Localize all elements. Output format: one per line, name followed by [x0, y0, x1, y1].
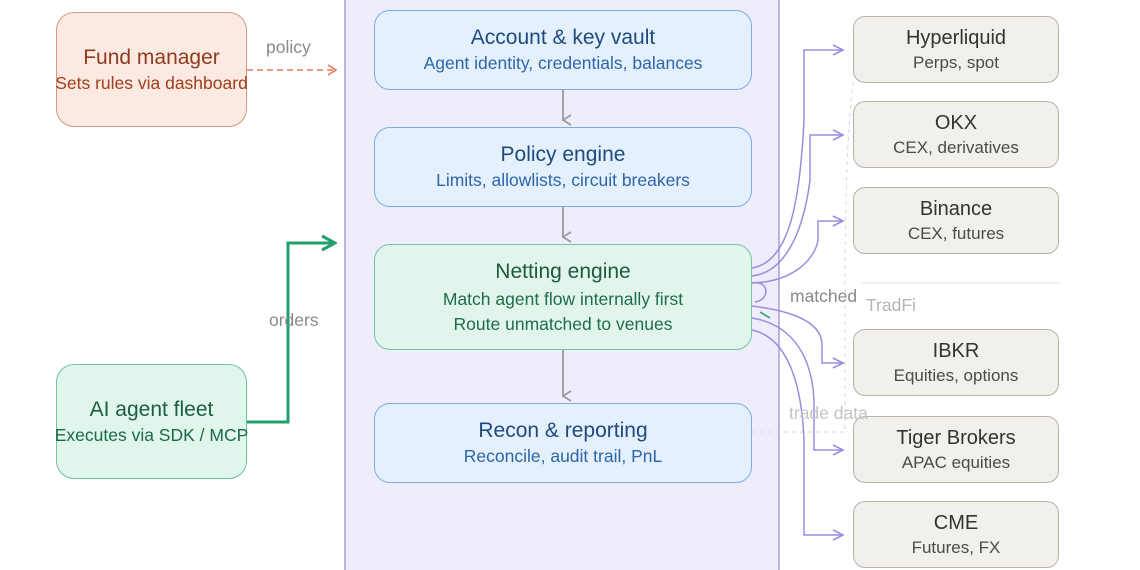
route-okx [751, 129, 845, 277]
matched-label: matched [790, 286, 858, 306]
agent-fleet-box: AI agent fleet Executes via SDK / MCP [54, 364, 249, 479]
venue-subtitle: APAC equities [901, 452, 1011, 472]
fund-manager-subtitle: Sets rules via dashboard [55, 72, 248, 93]
account-vault-subtitle: Agent identity, credentials, balances [423, 53, 703, 73]
venue-subtitle: Futures, FX [911, 537, 1001, 557]
venue-tiger-brokers: Tiger Brokers APAC equities [853, 416, 1059, 483]
netting-engine-box: Netting engine Match agent flow internal… [374, 244, 752, 350]
recon-reporting-title: Recon & reporting [478, 419, 648, 442]
route-ibkr [751, 305, 845, 369]
trade-data-label: trade data [789, 403, 868, 423]
venue-title: OKX [934, 111, 978, 134]
route-hyperliquid [751, 44, 845, 269]
venue-title: IBKR [932, 339, 980, 362]
venue-okx: OKX CEX, derivatives [853, 101, 1059, 168]
venue-subtitle: CEX, futures [907, 223, 1005, 243]
fund-manager-box: Fund manager Sets rules via dashboard [55, 12, 248, 127]
agent-fleet-subtitle: Executes via SDK / MCP [54, 424, 249, 445]
orders-arrow [247, 243, 335, 424]
venue-ibkr: IBKR Equities, options [853, 329, 1059, 396]
policy-engine-box: Policy engine Limits, allowlists, circui… [374, 127, 752, 207]
agent-fleet-title: AI agent fleet [89, 397, 214, 421]
venue-title: Hyperliquid [905, 26, 1007, 49]
venue-title: Tiger Brokers [896, 426, 1016, 449]
fund-manager-title: Fund manager [83, 45, 220, 69]
venue-hyperliquid: Hyperliquid Perps, spot [853, 16, 1059, 83]
route-binance [751, 215, 845, 284]
venue-subtitle: CEX, derivatives [893, 137, 1019, 157]
venue-title: Binance [919, 197, 993, 220]
matched-loop-arrow [759, 311, 771, 319]
venue-binance: Binance CEX, futures [853, 187, 1059, 254]
account-vault-box: Account & key vault Agent identity, cred… [374, 10, 752, 90]
orders-label: orders [269, 310, 319, 330]
policy-engine-title: Policy engine [500, 143, 626, 166]
policy-label: policy [266, 37, 311, 57]
route-cme [751, 329, 845, 541]
policy-engine-subtitle: Limits, allowlists, circuit breakers [436, 170, 690, 190]
venue-routes [751, 44, 845, 541]
matched-loop [751, 282, 767, 303]
venue-title: CME [933, 511, 979, 534]
tradfi-label: TradFi [866, 295, 916, 315]
venue-cme: CME Futures, FX [853, 501, 1059, 568]
recon-reporting-subtitle: Reconcile, audit trail, PnL [463, 446, 663, 466]
netting-engine-title: Netting engine [495, 259, 631, 283]
venue-subtitle: Perps, spot [913, 52, 999, 72]
recon-reporting-box: Recon & reporting Reconcile, audit trail… [374, 403, 752, 483]
venue-subtitle: Equities, options [893, 365, 1019, 385]
netting-engine-line2: Route unmatched to venues [453, 313, 673, 334]
netting-engine-line1: Match agent flow internally first [442, 288, 684, 309]
account-vault-title: Account & key vault [470, 26, 656, 49]
route-tiger [751, 317, 845, 456]
